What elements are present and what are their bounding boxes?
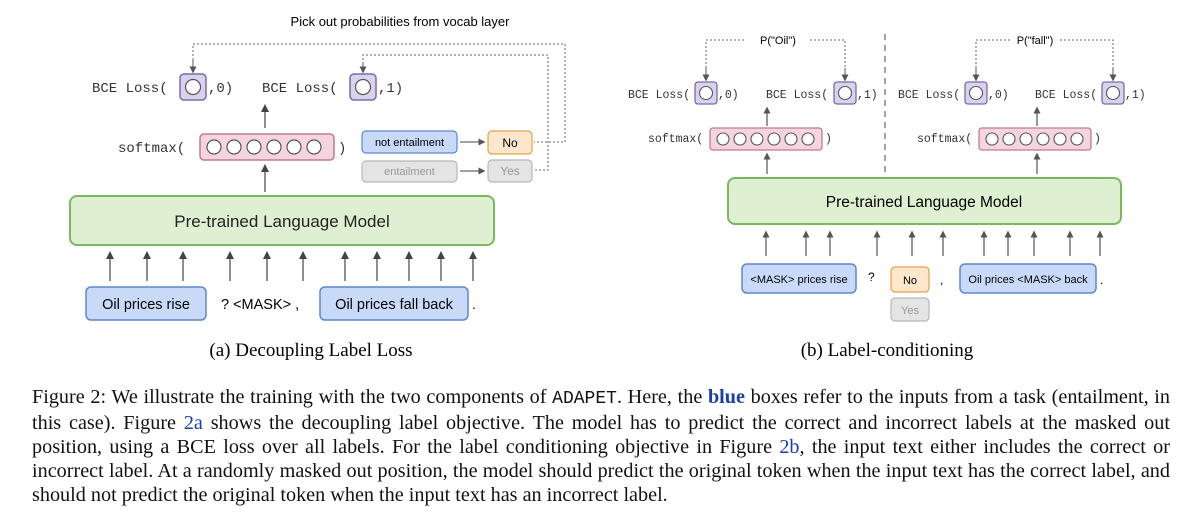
softmax-label: softmax( xyxy=(648,133,703,146)
dotted-connectors xyxy=(192,43,566,171)
input-arrows xyxy=(762,230,1104,256)
verbalizer-yes: Yes xyxy=(500,164,520,178)
input-premise-box xyxy=(85,286,207,321)
pretrained-lm-box xyxy=(727,177,1122,225)
label-no-box xyxy=(890,266,930,293)
subcaption-b: (b) Label-conditioning xyxy=(801,340,974,361)
figure-caption: Figure 2: We illustrate the training wit… xyxy=(32,385,1170,507)
input-hypothesis: Oil prices fall back xyxy=(335,297,453,313)
method-name: ADAPET xyxy=(552,389,617,409)
pretrained-lm-label: Pre-trained Language Model xyxy=(174,212,389,231)
panel-a: Pick out probabilities from vocab layer … xyxy=(69,14,566,361)
vocab-prob-node xyxy=(354,78,372,96)
softmax-label: softmax( xyxy=(118,141,185,157)
caption-text-1: We illustrate the training with the two … xyxy=(106,386,553,408)
bce-loss-target: ,0) xyxy=(208,81,233,97)
comma-token: , xyxy=(940,273,943,287)
label-yes-box xyxy=(890,297,930,322)
end-punctuation: . xyxy=(472,296,476,312)
caption-text-5: , the input text either includes the cor… xyxy=(32,436,1171,506)
blue-keyword: blue xyxy=(707,386,745,408)
input-hypothesis-box xyxy=(319,286,469,321)
end-punctuation: . xyxy=(1100,273,1103,287)
label-entailment-box xyxy=(361,160,458,183)
bce-loss-label: BCE Loss( xyxy=(628,89,690,102)
verbalizer-no: No xyxy=(502,136,518,150)
input-arrows xyxy=(106,251,477,281)
label-yes: Yes xyxy=(901,305,919,317)
label-entailment: entailment xyxy=(384,166,435,178)
bce-loss-label: BCE Loss( xyxy=(766,89,828,102)
subcaption-a: (a) Decoupling Label Loss xyxy=(209,340,412,361)
softmax-close: ) xyxy=(1094,133,1101,146)
softmax-label: softmax( xyxy=(917,133,972,146)
caption-text-4: shows the decoupling label objective. Th… xyxy=(32,412,1170,458)
label-not-entailment-box xyxy=(361,130,458,154)
input-masked-hypothesis: Oil prices <MASK> back xyxy=(968,274,1088,286)
panel-b: P("Oil") P("fall") BCE Loss( ,0) BCE Los… xyxy=(628,34,1146,361)
caption-text-2: . Here, the xyxy=(616,386,708,408)
figure-diagram: Pick out probabilities from vocab layer … xyxy=(69,14,1146,361)
softmax-close: ) xyxy=(825,133,832,146)
bce-loss-label: BCE Loss( xyxy=(262,81,338,97)
verbalizer-yes-box xyxy=(487,159,533,183)
label-not-entailment: not entailment xyxy=(375,137,444,149)
input-masked-premise: <MASK> prices rise xyxy=(750,274,847,286)
softmax-nodes xyxy=(206,139,322,155)
softmax-close: ) xyxy=(338,141,346,157)
bce-loss-target: ,1) xyxy=(378,81,403,97)
bce-loss-label: BCE Loss( xyxy=(1035,89,1097,102)
caption-label: Figure 2: xyxy=(32,386,107,408)
bce-loss-label: BCE Loss( xyxy=(92,81,168,97)
bce-loss-target: ,0) xyxy=(988,89,1009,102)
prob-fall-label: P("fall") xyxy=(1017,35,1054,47)
figure-ref-2a[interactable]: 2a xyxy=(183,412,203,434)
bce-loss-label: BCE Loss( xyxy=(898,89,960,102)
caption-text-3: boxes refer to the inputs from a task (e… xyxy=(32,386,1171,434)
figure-ref-2b[interactable]: 2b xyxy=(779,436,800,458)
pretrained-lm-box xyxy=(69,195,495,246)
vocab-layer-label: Pick out probabilities from vocab layer xyxy=(291,14,511,29)
label-no: No xyxy=(903,275,917,287)
input-premise: Oil prices rise xyxy=(102,297,190,313)
vocab-prob-node xyxy=(184,78,202,96)
bce-loss-target: ,1) xyxy=(1125,89,1146,102)
question-token: ? xyxy=(868,270,875,284)
bce-loss-target: ,0) xyxy=(718,89,739,102)
pretrained-lm-label: Pre-trained Language Model xyxy=(826,194,1022,211)
input-masked-premise-box xyxy=(741,263,857,294)
bce-loss-target: ,1) xyxy=(857,89,878,102)
input-masked-hypothesis-box xyxy=(959,263,1097,294)
prob-oil-label: P("Oil") xyxy=(760,35,796,47)
mask-tokens: ? <MASK> , xyxy=(221,297,299,313)
verbalizer-no-box xyxy=(487,130,533,155)
